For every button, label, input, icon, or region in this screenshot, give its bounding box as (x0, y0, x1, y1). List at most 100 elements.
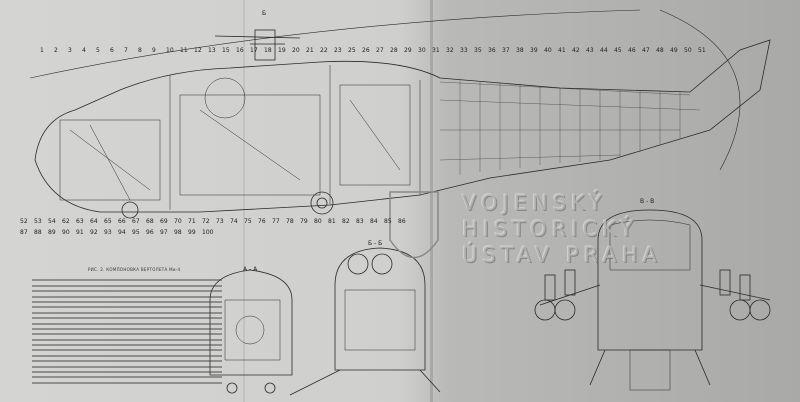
callout-number: 78 (286, 218, 294, 225)
callout-number: 87 (20, 229, 28, 236)
callout-number: 86 (398, 218, 406, 225)
callout-number: 27 (376, 47, 384, 54)
callout-number: 39 (530, 47, 538, 54)
callout-number: 5 (96, 47, 100, 54)
callout-number: 64 (90, 218, 98, 225)
callout-number: 20 (292, 47, 300, 54)
watermark-line: VOJENSKÝ (462, 191, 607, 215)
figure-caption: РИС. 2. КОМПОНОВКА ВЕРТОЛЕТА Ми-4 (88, 267, 181, 272)
corner-stamp (683, 22, 723, 34)
callout-number: 69 (160, 218, 168, 225)
callout-number: 46 (628, 47, 636, 54)
nose-wheel (121, 201, 139, 219)
callout-number: 73 (216, 218, 224, 225)
watermark-line: HISTORICKÝ (462, 217, 638, 241)
callout-number: 75 (244, 218, 252, 225)
main-wheel (310, 191, 334, 215)
callout-number: 76 (258, 218, 266, 225)
callout-number: 15 (222, 47, 230, 54)
paper-fold (243, 0, 245, 402)
callout-number: 96 (146, 229, 154, 236)
callout-number: 38 (516, 47, 524, 54)
callout-number: 16 (236, 47, 244, 54)
rotor-blade-line (29, 9, 641, 79)
callout-number: 89 (48, 229, 56, 236)
callout-number: 9 (152, 47, 156, 54)
callout-number: 91 (76, 229, 84, 236)
callout-number: 25 (348, 47, 356, 54)
callout-number: 4 (82, 47, 86, 54)
callout-number: 79 (300, 218, 308, 225)
callout-number: 84 (370, 218, 378, 225)
callout-number: 62 (62, 218, 70, 225)
callout-number: 19 (278, 47, 286, 54)
callout-number: 43 (586, 47, 594, 54)
callout-number: 32 (446, 47, 454, 54)
callout-number: 26 (362, 47, 370, 54)
callout-number: 45 (614, 47, 622, 54)
callout-number: 83 (356, 218, 364, 225)
callout-number: 7 (124, 47, 128, 54)
callout-number: 98 (174, 229, 182, 236)
shield-emblem (389, 191, 439, 259)
callout-number: 93 (104, 229, 112, 236)
fuselage-outline (34, 39, 771, 213)
callout-number: 1 (40, 47, 44, 54)
callout-number: 95 (132, 229, 140, 236)
callout-number: 2 (54, 47, 58, 54)
callout-number: 90 (62, 229, 70, 236)
top-section-marker: Б (262, 10, 267, 17)
callout-number: 80 (314, 218, 322, 225)
callout-number: 13 (208, 47, 216, 54)
callout-number: 11 (180, 47, 188, 54)
callout-number: 31 (432, 47, 440, 54)
callout-number: 67 (132, 218, 140, 225)
callout-number: 77 (272, 218, 280, 225)
callout-number: 33 (460, 47, 468, 54)
callout-number: 17 (250, 47, 258, 54)
callout-number: 94 (118, 229, 126, 236)
callout-number: 10 (166, 47, 174, 54)
callout-number: 12 (194, 47, 202, 54)
callout-number: 35 (474, 47, 482, 54)
callout-number: 92 (90, 229, 98, 236)
callout-number: 40 (544, 47, 552, 54)
callout-number: 71 (188, 218, 196, 225)
callout-number: 47 (642, 47, 650, 54)
callout-number: 52 (20, 218, 28, 225)
callout-number: 82 (342, 218, 350, 225)
callout-number: 70 (174, 218, 182, 225)
section-a-label: А - А (243, 266, 258, 273)
callout-number: 21 (306, 47, 314, 54)
callout-number: 3 (68, 47, 72, 54)
callout-number: 8 (138, 47, 142, 54)
section-b-label: Б - Б (368, 240, 383, 247)
callout-number: 18 (264, 47, 272, 54)
section-v-label: В - В (640, 198, 655, 205)
callout-number: 51 (698, 47, 706, 54)
callout-number: 81 (328, 218, 336, 225)
callout-number: 49 (670, 47, 678, 54)
callout-number: 85 (384, 218, 392, 225)
callout-number: 23 (334, 47, 342, 54)
callout-number: 72 (202, 218, 210, 225)
section-b-b (289, 247, 441, 396)
callout-number: 30 (418, 47, 426, 54)
tailboom-frames (439, 80, 701, 175)
callout-number: 65 (104, 218, 112, 225)
callout-number: 66 (118, 218, 126, 225)
callout-number: 48 (656, 47, 664, 54)
callout-number: 50 (684, 47, 692, 54)
callout-number: 41 (558, 47, 566, 54)
callout-number: 36 (488, 47, 496, 54)
callout-number: 22 (320, 47, 328, 54)
callout-number: 28 (390, 47, 398, 54)
callout-number: 68 (146, 218, 154, 225)
callout-number: 42 (572, 47, 580, 54)
callout-number: 100 (202, 229, 214, 236)
callout-number: 63 (76, 218, 84, 225)
legend-text-block (32, 276, 222, 386)
callout-number: 6 (110, 47, 114, 54)
callout-number: 88 (34, 229, 42, 236)
